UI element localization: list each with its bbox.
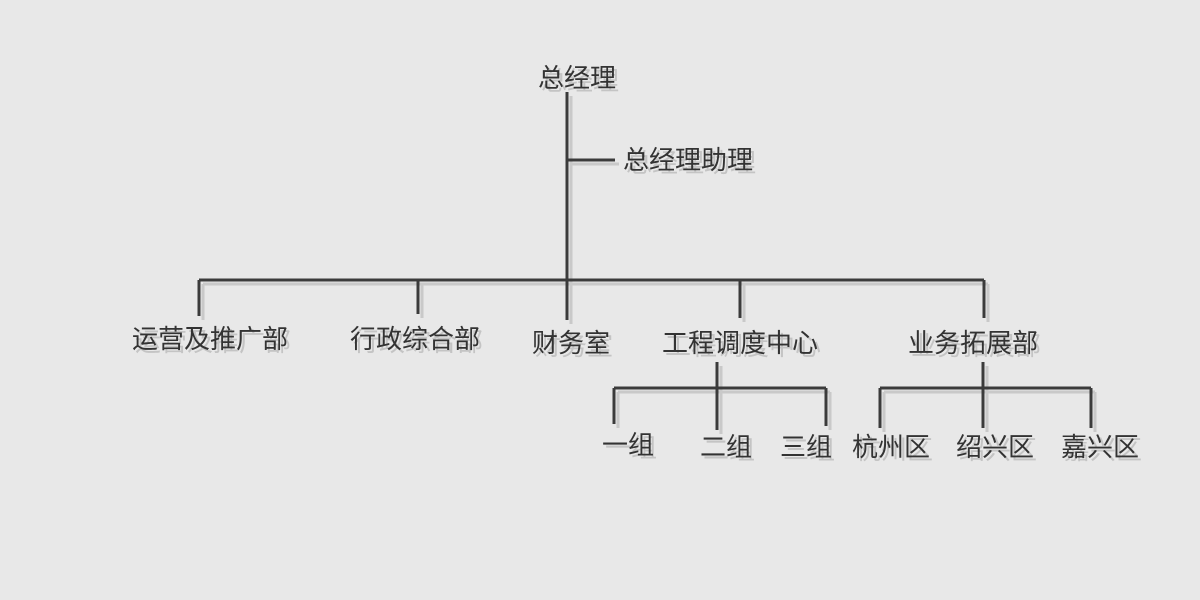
node-business-region-1: 杭州区 [852,433,930,463]
svg-text:工程调度中心: 工程调度中心 [665,332,821,362]
node-engineering-group-3: 三组 [780,433,832,463]
svg-text:嘉兴区: 嘉兴区 [1064,436,1142,466]
svg-text:总经理: 总经理 [541,67,619,97]
node-department-4: 工程调度中心 [662,329,818,359]
node-engineering-group-1: 一组 [602,431,654,461]
svg-text:总经理助理: 总经理助理 [626,149,756,179]
node-business-region-2: 绍兴区 [956,433,1034,463]
svg-text:行政综合部: 行政综合部 [353,328,483,358]
svg-text:业务拓展部: 业务拓展部 [911,332,1041,362]
svg-text:二组: 二组 [703,436,755,466]
node-root: 总经理 [538,64,616,94]
svg-text:三组: 三组 [783,436,835,466]
svg-text:运营及推广部: 运营及推广部 [135,328,291,358]
label-shadows: 总经理 总经理助理 运营及推广部 行政综合部 财务室 工程调度中心 业务拓展部 … [135,67,1142,466]
node-assistant: 总经理助理 [623,146,753,176]
node-business-region-3: 嘉兴区 [1061,433,1139,463]
node-department-2: 行政综合部 [350,325,480,355]
svg-text:绍兴区: 绍兴区 [959,436,1037,466]
node-department-1: 运营及推广部 [132,325,288,355]
svg-text:财务室: 财务室 [535,332,613,362]
connectors [197,92,1093,430]
svg-text:杭州区: 杭州区 [855,436,933,466]
node-engineering-group-2: 二组 [700,433,752,463]
node-department-5: 业务拓展部 [908,329,1038,359]
labels: 总经理 总经理助理 运营及推广部 行政综合部 财务室 工程调度中心 业务拓展部 … [132,64,1139,463]
svg-text:一组: 一组 [605,434,657,464]
node-department-3: 财务室 [532,329,610,359]
connector-shadows [201,96,1097,434]
